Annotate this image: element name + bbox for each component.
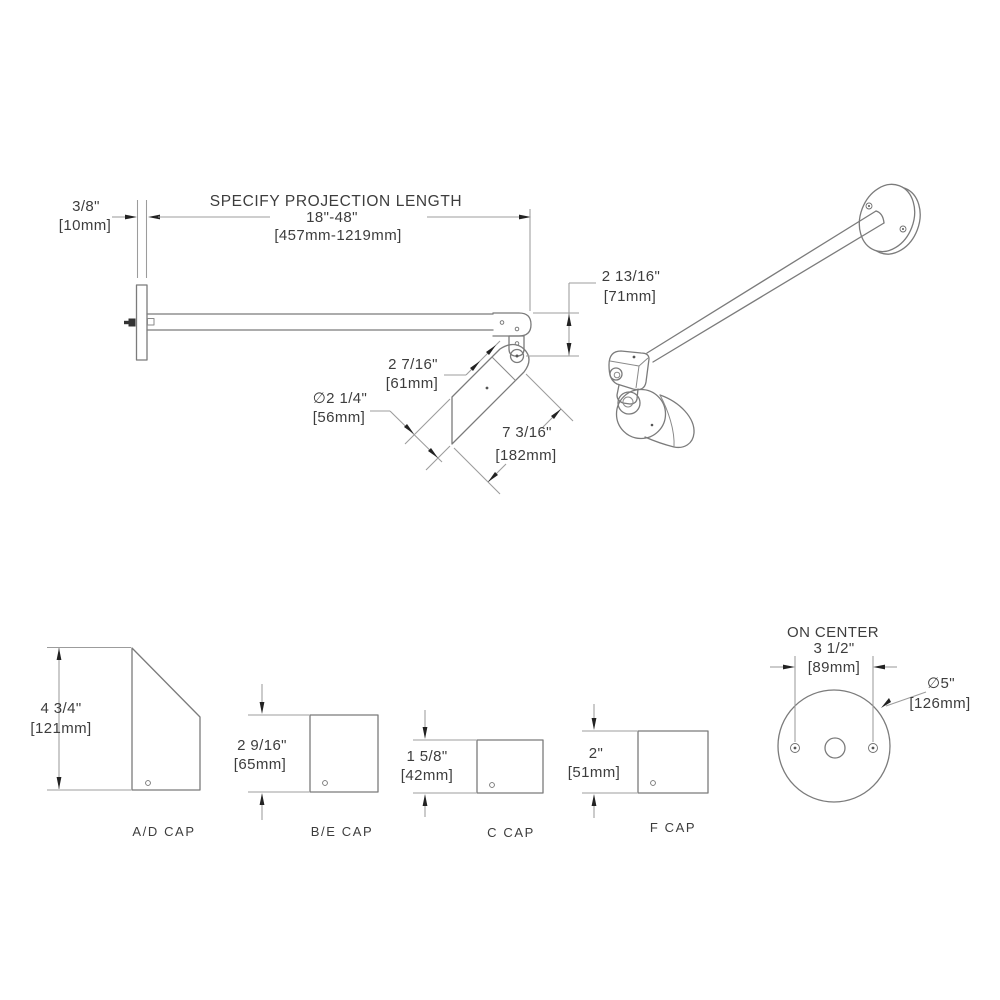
wall-plate-rect <box>135 284 148 361</box>
cap-c: 1 5/8" [42mm] C CAP <box>401 710 544 840</box>
cap-f-height-mm: [51mm] <box>568 764 620 781</box>
dim-on-center: ON CENTER 3 1/2" [89mm] <box>770 624 897 742</box>
mounting-arm-side <box>146 313 494 331</box>
dim-head-width-in: 2 7/16" <box>388 356 438 373</box>
dim-head-diameter-in: ∅2 1/4" <box>313 390 368 407</box>
cap-be-height-in: 2 9/16" <box>237 737 287 754</box>
wall-plate-iso <box>858 183 921 255</box>
plate-diameter-mm: [126mm] <box>909 695 970 712</box>
dim-projection-range-mm: [457mm-1219mm] <box>274 227 401 244</box>
cap-f: 2" [51mm] F CAP <box>568 704 709 835</box>
on-center-label: ON CENTER <box>787 624 879 641</box>
cap-ad-height-mm: [121mm] <box>30 720 91 737</box>
mounting-arm-iso <box>646 210 885 363</box>
center-wire-hole <box>824 737 846 759</box>
mounting-bolt-head <box>124 320 129 325</box>
on-center-mm: [89mm] <box>808 659 860 676</box>
dim-plate-thickness-in: 3/8" <box>72 198 100 215</box>
dim-drop-in: 2 13/16" <box>602 268 661 285</box>
cap-ad-shape <box>131 647 201 791</box>
dim-drop: 2 13/16" [71mm] <box>526 268 661 357</box>
mount-plate-circle <box>777 689 891 803</box>
head-opening-rim <box>659 394 675 448</box>
cap-be-shape <box>309 714 379 793</box>
dim-head-length: 7 3/16" [182mm] <box>453 373 574 495</box>
cap-f-label: F CAP <box>650 820 696 835</box>
screw-hole-left <box>790 743 800 753</box>
dim-projection-range-in: 18"-48" <box>306 209 358 226</box>
mount-plate-view: ON CENTER 3 1/2" [89mm] ∅5" [126mm] <box>770 624 970 803</box>
dim-projection-length: SPECIFY PROJECTION LENGTH 18"-48" [457mm… <box>148 193 531 311</box>
dim-head-length-in: 7 3/16" <box>502 424 552 441</box>
cap-f-shape <box>637 730 709 794</box>
cap-c-height-in: 1 5/8" <box>406 748 447 765</box>
cap-ad-label: A/D CAP <box>132 824 195 839</box>
dim-plate-thickness-mm: [10mm] <box>59 217 111 234</box>
elbow-block <box>492 312 532 337</box>
arm-collar <box>147 318 155 326</box>
dim-head-diameter: ∅2 1/4" [56mm] <box>313 390 451 471</box>
screw-hole-right <box>868 743 878 753</box>
dim-head-diameter-mm: [56mm] <box>313 409 365 426</box>
cap-c-height-mm: [42mm] <box>401 767 453 784</box>
cap-c-label: C CAP <box>487 825 535 840</box>
cap-be-height-mm: [65mm] <box>234 756 286 773</box>
dim-head-length-mm: [182mm] <box>495 447 556 464</box>
lamp-head-side <box>451 343 530 445</box>
mounting-bolt <box>128 318 136 327</box>
head-scoop-outline <box>644 394 695 449</box>
side-view: 3/8" [10mm] SPECIFY PROJECTION LENGTH 18… <box>59 193 661 495</box>
head-back-circle <box>615 388 667 440</box>
elbow-block-iso <box>608 350 650 391</box>
dim-projection-label: SPECIFY PROJECTION LENGTH <box>210 193 462 210</box>
elbow-iso <box>608 350 650 391</box>
isometric-view <box>608 183 921 449</box>
cap-f-height-in: 2" <box>589 745 603 762</box>
on-center-in: 3 1/2" <box>813 640 854 657</box>
pivot-circle <box>509 348 525 364</box>
dim-plate-diameter: ∅5" [126mm] <box>881 675 970 712</box>
caps-section: 4 3/4" [121mm] A/D CAP 2 9/16" [65mm] B/… <box>30 646 709 840</box>
elbow-side <box>492 312 532 364</box>
dim-drop-mm: [71mm] <box>604 288 656 305</box>
lamp-head-iso <box>615 384 695 449</box>
cap-be-label: B/E CAP <box>311 824 374 839</box>
dim-head-width-mm: [61mm] <box>386 375 438 392</box>
cap-ad-height-in: 4 3/4" <box>40 700 81 717</box>
lamp-head-outline <box>451 343 530 445</box>
cap-ad: 4 3/4" [121mm] A/D CAP <box>30 646 201 839</box>
head-knuckle-ring <box>617 391 641 415</box>
wall-plate-side <box>124 284 155 361</box>
dim-head-width: 2 7/16" [61mm] <box>386 340 501 392</box>
cap-c-shape <box>476 739 544 794</box>
plate-face <box>858 183 916 253</box>
plate-diameter-in: ∅5" <box>927 675 955 692</box>
dim-plate-thickness: 3/8" [10mm] <box>59 198 148 278</box>
cap-be: 2 9/16" [65mm] B/E CAP <box>234 684 379 839</box>
